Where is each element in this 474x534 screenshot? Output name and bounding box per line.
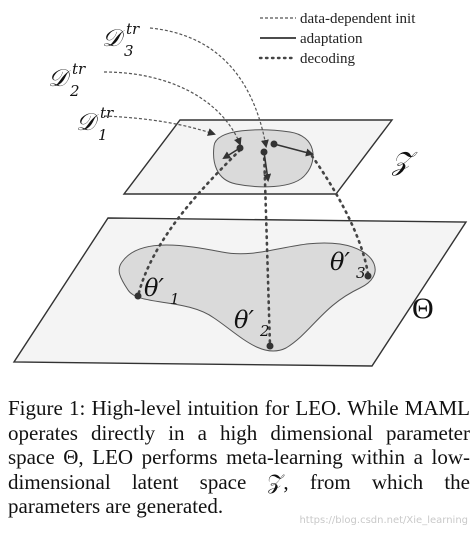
legend-label-init: data-dependent init xyxy=(300,11,416,27)
svg-text:𝒟: 𝒟 xyxy=(76,108,100,136)
caption-prefix: Figure 1: xyxy=(8,396,86,420)
svg-text:1: 1 xyxy=(170,290,180,308)
decoding-path-1 xyxy=(136,148,242,298)
dataset-label-2-sup: tr xyxy=(72,60,86,78)
theta-label-3: θ′ 3 xyxy=(330,248,366,282)
dataset-label-1-sub: 1 xyxy=(98,126,108,144)
decoding-path-2 xyxy=(262,150,272,348)
theta-label-2-base: θ′ xyxy=(234,306,254,334)
figure-caption: Figure 1: High-level intuition for LEO. … xyxy=(8,396,470,519)
theta-label-1: θ′ 1 xyxy=(144,274,180,308)
parameter-space-label: Θ xyxy=(412,292,434,325)
caption-text: High-level intuition for LEO. While MAML… xyxy=(8,396,470,518)
dataset-label-3-sub: 3 xyxy=(124,42,134,60)
dataset-label-3-sup: tr xyxy=(126,20,140,38)
dataset-label-1-sup: tr xyxy=(100,104,114,122)
theta-label-3-sub: 3 xyxy=(356,264,366,282)
svg-text:tr: tr xyxy=(126,20,140,38)
decoding-path-3 xyxy=(310,154,370,276)
svg-text:3: 3 xyxy=(124,42,134,60)
init-path-2 xyxy=(103,71,242,146)
svg-text:θ′: θ′ xyxy=(234,306,254,334)
svg-text:3: 3 xyxy=(356,264,366,282)
svg-text:θ′: θ′ xyxy=(144,274,164,302)
watermark: https://blog.csdn.net/Xie_learning xyxy=(299,515,468,526)
theta-label-2-sub: 2 xyxy=(259,322,270,340)
adaptation-arrow-2 xyxy=(263,151,272,182)
param-point-2 xyxy=(266,342,274,350)
points xyxy=(134,140,372,350)
latent-point-2 xyxy=(260,148,268,156)
svg-text:𝒟: 𝒟 xyxy=(102,24,126,52)
svg-text:𝒟: 𝒟 xyxy=(48,64,72,92)
svg-text:2: 2 xyxy=(259,322,270,340)
init-paths xyxy=(103,27,269,148)
latent-point-3 xyxy=(270,140,278,148)
init-path-1 xyxy=(103,115,216,136)
svg-text:1: 1 xyxy=(98,126,108,144)
theta-label-1-base: θ′ xyxy=(144,274,164,302)
legend-label-adaptation: adaptation xyxy=(300,31,363,47)
dataset-label-1: 𝒟 tr 1 xyxy=(76,104,114,144)
dataset-label-3: 𝒟 tr 3 xyxy=(102,20,140,60)
svg-text:2: 2 xyxy=(69,82,80,100)
latent-point-1 xyxy=(236,144,244,152)
init-path-3 xyxy=(149,27,269,148)
decoding-paths xyxy=(136,148,370,348)
dataset-label-1-base: 𝒟 xyxy=(76,108,100,136)
theta-label-3-base: θ′ xyxy=(330,248,350,276)
theta-label-2: θ′ 2 xyxy=(234,306,270,340)
dataset-label-3-base: 𝒟 xyxy=(102,24,126,52)
svg-text:tr: tr xyxy=(100,104,114,122)
dataset-label-2-sub: 2 xyxy=(69,82,80,100)
parameter-region-blob xyxy=(118,242,376,352)
dataset-label-2-base: 𝒟 xyxy=(48,64,72,92)
adaptation-arrow-3 xyxy=(273,143,314,157)
legend: data-dependent init adaptation decoding xyxy=(258,11,416,67)
dataset-label-2: 𝒟 tr 2 xyxy=(48,60,86,100)
theta-label-1-sub: 1 xyxy=(170,290,180,308)
svg-text:tr: tr xyxy=(72,60,86,78)
param-point-1 xyxy=(134,292,142,300)
svg-text:θ′: θ′ xyxy=(330,248,350,276)
legend-label-decoding: decoding xyxy=(300,51,355,67)
leo-figure: data-dependent init adaptation decoding xyxy=(12,11,468,367)
param-point-3 xyxy=(364,272,372,280)
latent-space-label: 𝒵 xyxy=(391,147,418,177)
